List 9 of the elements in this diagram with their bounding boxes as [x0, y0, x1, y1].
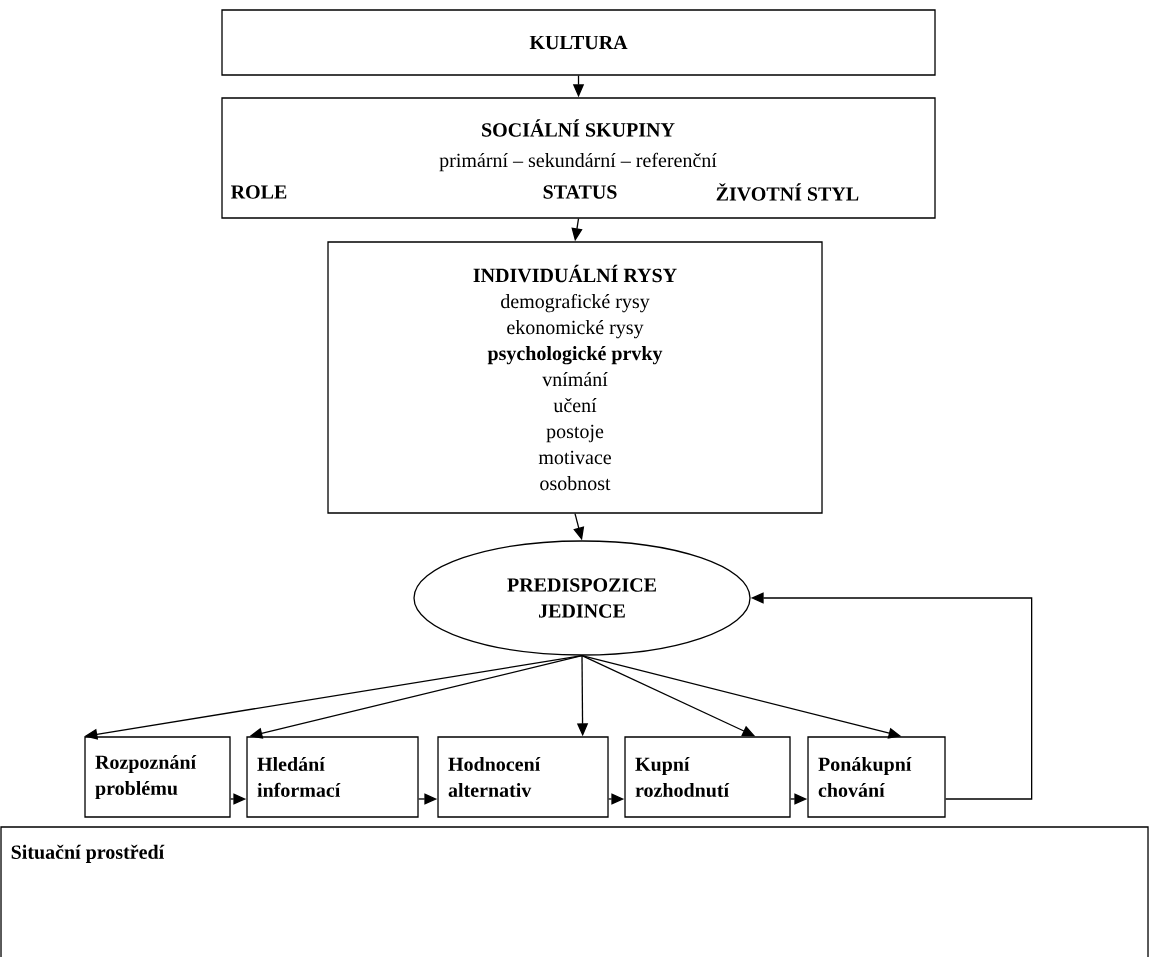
step-box: Kupní rozhodnutí: [624, 736, 791, 818]
process-box: KULTURA: [221, 9, 936, 76]
environment-frame: Situační prostředí: [0, 826, 1149, 957]
traits-box: INDIVIDUÁLNÍ RYSY demografické rysy ekonomické rysy psychologické prvky vnímání učení postoje motivace osobnost: [327, 241, 823, 514]
step-box: Hodnocení alternativ: [437, 736, 609, 818]
group-box: SOCIÁLNÍ SKUPINY primární – sekundární – referenční ROLE STATUS ŽIVOTNÍ STYL: [221, 97, 936, 219]
step-box: Ponákupní chování: [807, 736, 946, 818]
step-box: Rozpoznání problému: [84, 736, 231, 818]
step-box: Hledání informací: [246, 736, 419, 818]
